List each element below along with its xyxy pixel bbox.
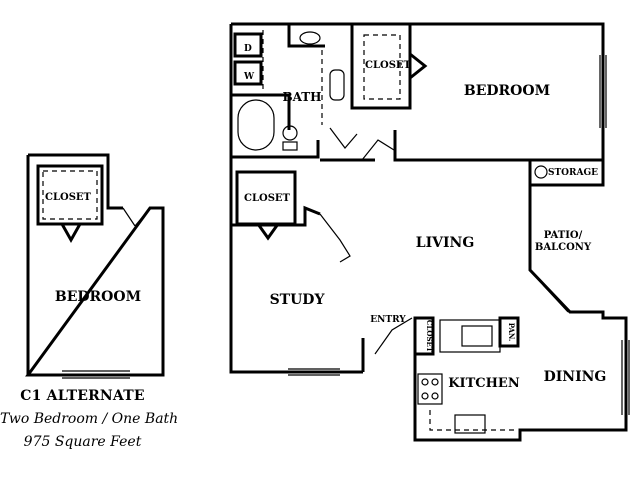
living-label: LIVING [416,235,475,251]
bedroom-closet-label: CLOSET [365,60,412,71]
patio-door [542,284,569,313]
study-closet-box [235,170,297,226]
alt-door [122,207,136,227]
entry-label: ENTRY [370,315,406,325]
dryer-label: D [244,44,252,54]
alt-bedroom-label: BEDROOM [55,289,141,305]
kitchen-sink [461,325,493,347]
alternate-plan-title: C1 ALTERNATE [20,388,145,404]
study-label: STUDY [270,292,326,308]
kitchen-counter [439,319,501,353]
dining-label: DINING [544,369,607,385]
alternate-bedroom-plan: CLOSET BEDROOM [25,153,165,379]
stove [417,373,443,405]
bath-vanity-sink [329,69,345,101]
pantry-box [498,316,520,348]
pantry-label: PAN. [507,323,516,342]
washer-box [233,60,263,86]
storage-label: STORAGE [548,168,598,178]
toilet [282,125,298,141]
dryer-box [233,32,263,58]
bedroom-label: BEDROOM [464,83,550,99]
alt-closet-box [36,164,104,226]
bath-label: BATH [282,90,321,104]
bath-sink [299,31,321,45]
patio-label-line1: PATIO/ [544,230,583,241]
patio-label-line2: BALCONY [535,242,592,253]
unit-area: 975 Square Feet [23,434,142,450]
entry-closet-box [413,316,435,356]
kitchen-label: KITCHEN [448,376,520,391]
study-closet-label: CLOSET [244,193,291,204]
storage-box [528,158,605,187]
bathtub [237,99,275,151]
entry-closet-label: CLOSET [425,320,434,353]
washer-label: W [243,72,255,82]
main-plan: D W BATH CLOSET BEDROOM CLOSET STUDY LIV… [229,22,630,442]
kitchen-sink-lower [454,414,486,434]
unit-type: Two Bedroom / One Bath [0,411,179,427]
alt-closet-label: CLOSET [45,192,92,203]
